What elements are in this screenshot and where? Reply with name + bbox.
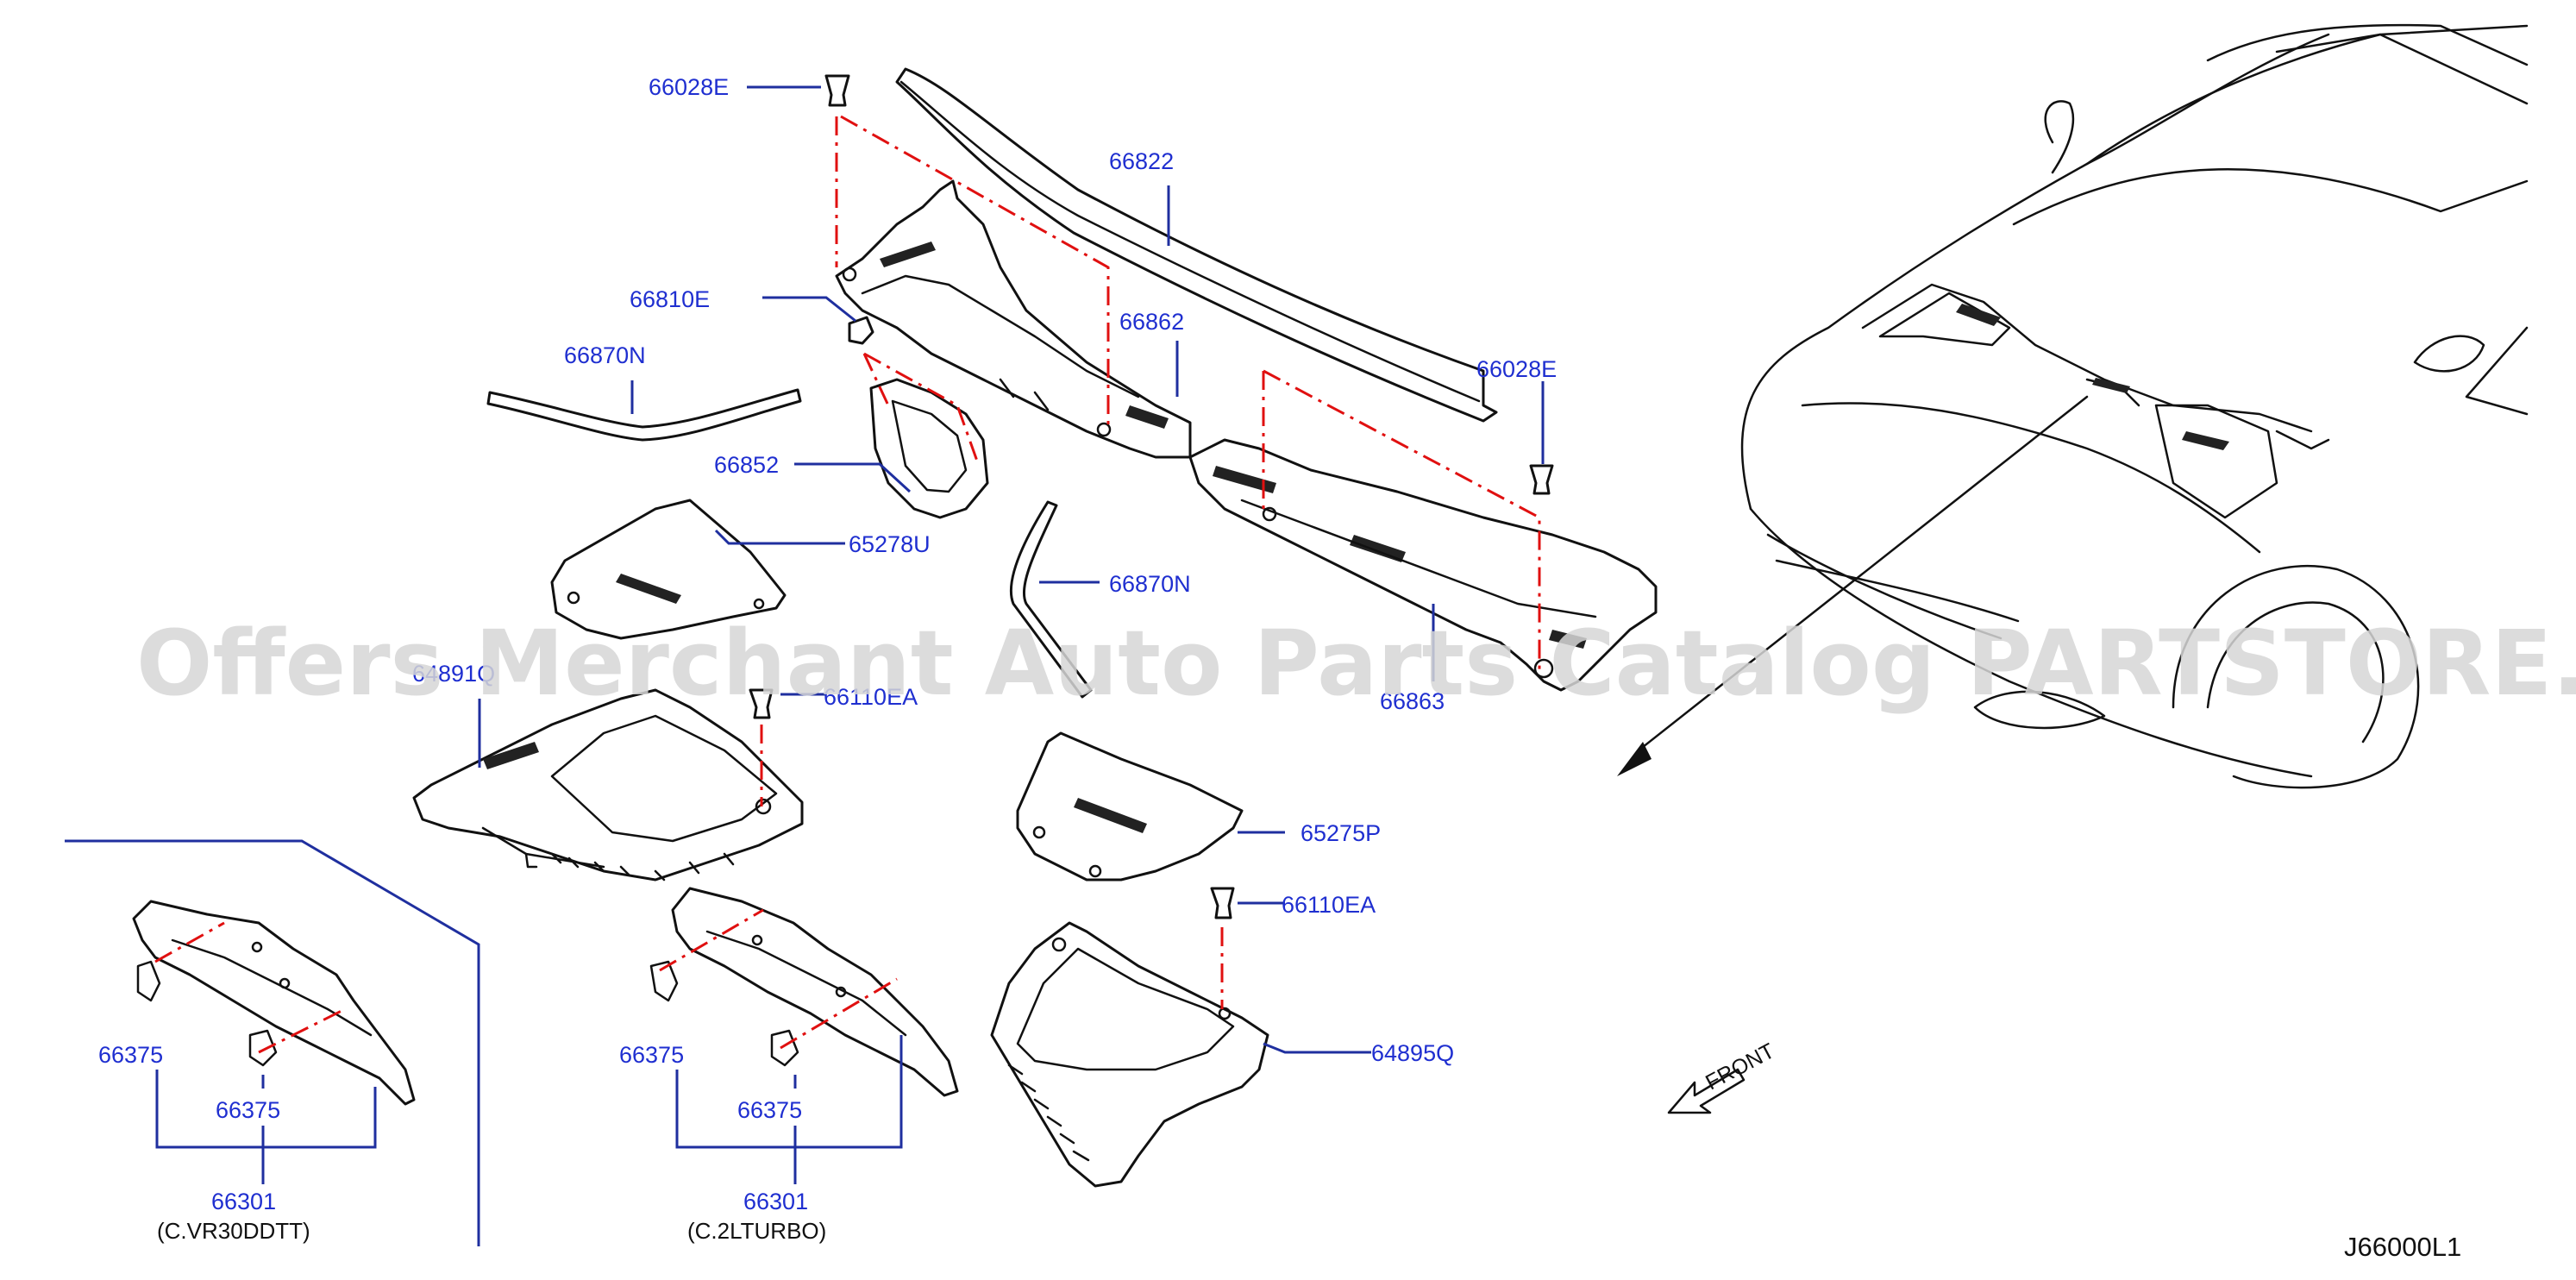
diagram-code: J66000L1 [2344,1232,2461,1262]
callout-66375-c: 66375 [619,1042,684,1068]
part-66301-bracket-turbo [649,887,959,1097]
front-arrow: FRONT [1667,1038,1778,1114]
clip-66028e-b [1529,464,1554,495]
callout-66852: 66852 [714,452,779,478]
callout-66375-a: 66375 [98,1042,163,1068]
part-66862-cowl-top-left [835,179,1192,459]
part-66863-cowl-top-right [1188,438,1658,692]
note-turbo: (C.2LTURBO) [687,1218,826,1244]
callout-labels: 66028E 66822 66810E 66870N 66862 66028E … [98,74,2461,1262]
part-66870n-seal-a [486,388,802,442]
clip-66028e-a [824,74,850,107]
part-64895q-duct [990,921,1269,1188]
callout-66375-d: 66375 [737,1097,802,1123]
callout-66810e: 66810E [630,286,710,312]
clip-66810e [848,316,874,345]
part-66852-bracket [869,378,989,519]
callout-66110ea-mid: 66110EA [824,684,918,710]
leader-lines [65,85,1545,1246]
assembly-lines [154,115,1541,1054]
callout-64895q: 64895Q [1371,1040,1454,1066]
callout-66822: 66822 [1109,148,1174,174]
note-vr30: (C.VR30DDTT) [157,1218,310,1244]
car-illustration [1617,23,2529,789]
callout-64891q: 64891Q [412,661,495,687]
callout-65278u: 65278U [849,531,931,557]
part-66822-weatherstrip [895,67,1498,423]
part-66870n-seal-b [1009,500,1093,699]
callout-66301-vr30: 66301 [211,1189,276,1214]
part-64891q-duct [412,688,804,882]
callout-66375-b: 66375 [216,1097,280,1123]
callout-66862: 66862 [1119,309,1184,335]
watermark: Offers Merchant Auto Parts Catalog PARTS… [136,611,2576,716]
callout-66870n-top: 66870N [564,342,646,368]
part-66301-bracket-vr30 [132,900,416,1106]
clip-66110ea-b [1210,887,1235,919]
front-label: FRONT [1702,1038,1778,1095]
part-65275p-cover [1016,731,1244,882]
callout-66028e-right: 66028E [1476,356,1557,382]
part-65278u-cover [550,499,787,640]
callout-66301-turbo: 66301 [743,1189,808,1214]
callout-65275p: 65275P [1301,820,1381,846]
callout-66870n-mid: 66870N [1109,571,1191,597]
callout-66863: 66863 [1380,688,1445,714]
clip-66110ea-a [749,688,774,719]
callout-66028e-top: 66028E [649,74,729,100]
callout-66110ea-low: 66110EA [1282,892,1376,918]
